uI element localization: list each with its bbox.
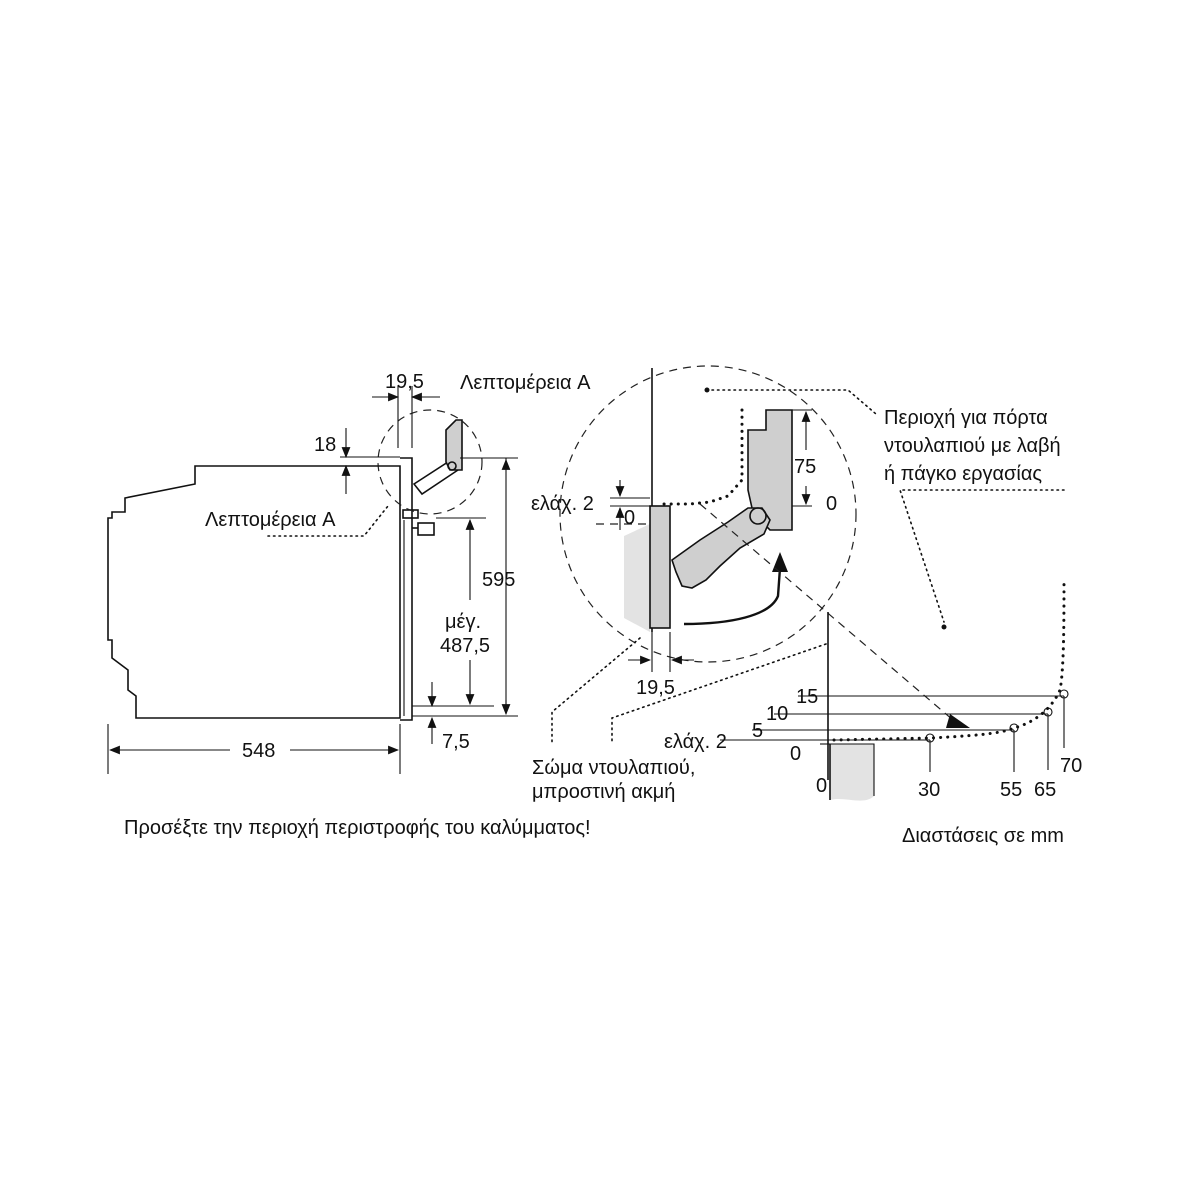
dimension-top-gap: 19,5 bbox=[372, 371, 440, 448]
graph-x-55: 55 bbox=[1000, 779, 1022, 801]
door-area-line2: ντουλαπιού με λαβή bbox=[884, 435, 1061, 457]
graph-y-10: 10 bbox=[766, 703, 788, 725]
cabinet-body-line1: Σώμα ντουλαπιού, bbox=[532, 757, 695, 779]
door-area-line1: Περιοχή για πόρτα bbox=[884, 407, 1048, 429]
graph-y-min: ελάχ. 2 bbox=[664, 731, 727, 753]
graph-y-15: 15 bbox=[796, 686, 818, 708]
detail-gap-label: 19,5 bbox=[636, 677, 675, 699]
dim-top-height-label: 18 bbox=[314, 434, 336, 456]
door-area-line3: ή πάγκο εργασίας bbox=[884, 463, 1042, 485]
detail-75-label: 75 bbox=[794, 456, 816, 478]
dim-depth-label: 548 bbox=[242, 740, 275, 762]
detail-a-side-label: Λεπτομέρεια A bbox=[205, 509, 336, 531]
graph-y-5: 5 bbox=[752, 720, 763, 742]
dim-bottom-gap-label: 7,5 bbox=[442, 731, 470, 753]
graph-x-30: 30 bbox=[918, 779, 940, 801]
units-text: Διαστάσεις σε mm bbox=[902, 825, 1064, 847]
graph-y-0: 0 bbox=[790, 743, 801, 765]
graph-x-65: 65 bbox=[1034, 779, 1056, 801]
oven-side-view bbox=[107, 409, 483, 721]
graph-x-0: 0 bbox=[816, 775, 827, 797]
dimension-depth: 548 bbox=[107, 724, 401, 774]
warning-text: Προσέξτε την περιοχή περιστροφής του καλ… bbox=[124, 817, 591, 839]
detail-dimension-gap: 19,5 bbox=[628, 632, 694, 699]
dimension-max-height: μέγ. 487,5 bbox=[412, 517, 494, 707]
detail-dimension-min: ελάχ. 2 0 bbox=[531, 480, 650, 530]
dimension-total-height: 595 bbox=[412, 457, 518, 717]
detail-0-label: 0 bbox=[826, 493, 837, 515]
rotation-graph: 15 10 5 ελάχ. 2 0 0 30 55 65 70 bbox=[664, 576, 1082, 801]
dim-top-gap-label: 19,5 bbox=[385, 371, 424, 393]
cabinet-body-annotation: Σώμα ντουλαπιού, μπροστινή ακμή bbox=[532, 637, 827, 803]
detail-zero-label: 0 bbox=[624, 507, 635, 529]
detail-a-top-label: Λεπτομέρεια A bbox=[460, 372, 591, 394]
graph-x-70: 70 bbox=[1060, 755, 1082, 777]
dimension-top-height: 18 bbox=[314, 428, 400, 494]
cabinet-body-line2: μπροστινή ακμή bbox=[532, 781, 675, 803]
dim-max-height-label: 487,5 bbox=[440, 635, 490, 657]
cabinet-door-area-annotation: Περιοχή για πόρτα ντουλαπιού με λαβή ή π… bbox=[704, 387, 1065, 630]
dim-total-height-label: 595 bbox=[482, 569, 515, 591]
dimension-bottom-gap: 7,5 bbox=[427, 682, 470, 753]
detail-a-enlarged bbox=[559, 365, 970, 728]
detail-a-leader bbox=[267, 505, 389, 537]
dim-max-label: μέγ. bbox=[445, 611, 481, 633]
detail-dimension-75: 75 0 bbox=[792, 409, 837, 515]
detail-min-label: ελάχ. 2 bbox=[531, 493, 594, 515]
